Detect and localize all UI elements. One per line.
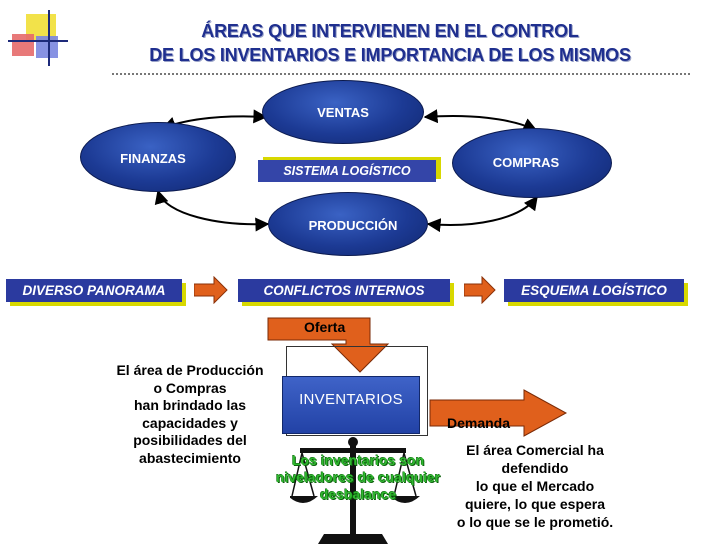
flow-arrow-1 (194, 276, 228, 304)
sistema-logistico-banner: SISTEMA LOGÍSTICO (258, 160, 436, 182)
niveladores-note: Los inventarios son niveladores de cualq… (258, 452, 458, 503)
niveladores-note-line: desbalance (319, 486, 397, 502)
comercial-note-line: o lo que se le prometió. (456, 514, 614, 530)
compras-label: COMPRAS (492, 155, 560, 170)
title-line-1: ÁREAS QUE INTERVIENEN EN EL CONTROL (201, 21, 579, 41)
logo-square-blue (36, 36, 58, 58)
produccion-ellipse: PRODUCCIÓN (268, 192, 428, 256)
produccion-note-line: abastecimiento (139, 449, 241, 466)
conflictos-internos-banner: CONFLICTOS INTERNOS (238, 279, 450, 302)
demanda-label: Demanda (447, 415, 511, 431)
logo-line-horizontal (8, 40, 68, 42)
ventas-label: VENTAS (317, 105, 369, 120)
inventarios-box: INVENTARIOS (282, 376, 420, 434)
produccion-label: PRODUCCIÓN (308, 218, 398, 233)
produccion-note: El área de Producción o Compras han brin… (100, 362, 280, 467)
title-divider (112, 73, 690, 75)
comercial-note: El área Comercial ha defendido lo que el… (440, 441, 630, 531)
logo-square-red (12, 34, 34, 56)
diverso-panorama-banner: DIVERSO PANORAMA (6, 279, 182, 302)
inventarios-label: INVENTARIOS (299, 391, 403, 408)
flow-arrow-2 (464, 276, 496, 304)
niveladores-note-line: niveladores de cualquier (275, 469, 441, 485)
produccion-note-line: o Compras (153, 379, 227, 396)
arrow-compras-produccion (426, 195, 538, 233)
logo-line-vertical (48, 10, 50, 66)
comercial-note-line: defendido (501, 460, 569, 476)
esquema-logistico-banner: ESQUEMA LOGÍSTICO (504, 279, 684, 302)
comercial-note-line: quiere, lo que espera (464, 496, 606, 512)
compras-ellipse: COMPRAS (452, 128, 612, 198)
demanda-arrow (429, 389, 568, 437)
produccion-note-line: posibilidades del (133, 432, 247, 448)
niveladores-note-line: Los inventarios son (291, 452, 425, 468)
finanzas-label: FINANZAS (120, 151, 186, 166)
oferta-arrow (267, 317, 390, 373)
ventas-ellipse: VENTAS (262, 80, 424, 144)
produccion-note-line: capacidades y (142, 414, 238, 431)
oferta-label: Oferta (304, 319, 346, 335)
comercial-note-line: lo que el Mercado (475, 478, 595, 494)
arrow-ventas-compras (423, 109, 538, 132)
arrow-finanzas-produccion (154, 189, 270, 232)
produccion-note-line: han brindado las (133, 397, 246, 413)
produccion-note-line: El área de Producción (116, 362, 264, 378)
comercial-note-line: El área Comercial ha (466, 442, 604, 458)
finanzas-ellipse: FINANZAS (80, 122, 236, 192)
balance-scale-icon (290, 437, 420, 544)
logo-squares (8, 10, 68, 66)
title-line-2: DE LOS INVENTARIOS E IMPORTANCIA DE LOS … (149, 45, 631, 65)
